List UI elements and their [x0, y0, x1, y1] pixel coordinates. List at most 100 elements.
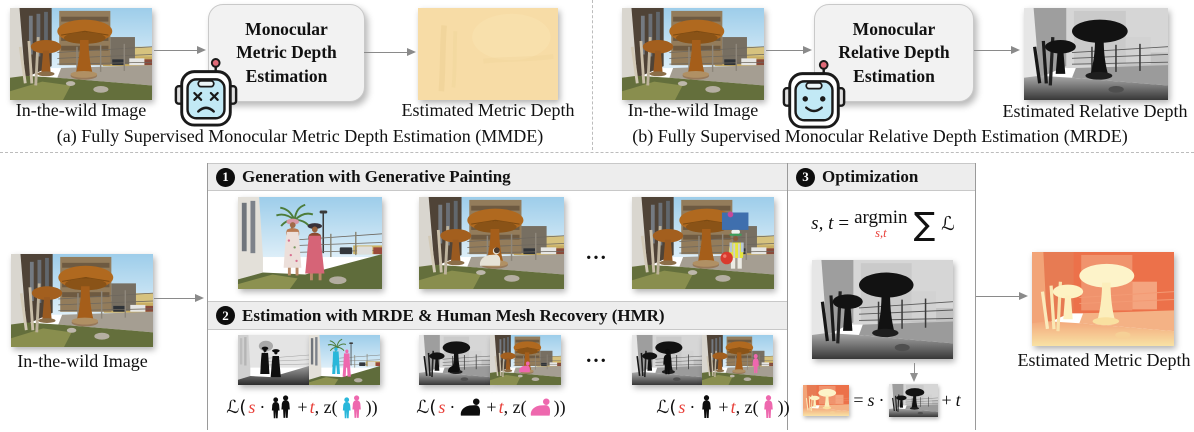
loss-close: ))	[365, 396, 378, 417]
loss-plus: +	[486, 396, 497, 417]
loss-t: t	[730, 396, 736, 417]
loss-plus: +	[297, 396, 308, 417]
loss-formula-3: ℒ(s· +t, z())	[656, 389, 790, 425]
step1-number-icon: 1	[216, 167, 235, 187]
two-person-silhouette-icon	[268, 395, 294, 419]
crouch-silhouette-icon	[461, 398, 481, 416]
loss-s: s	[438, 396, 446, 417]
loss-open: ℒ(	[416, 396, 437, 418]
loss-t: t	[498, 396, 504, 417]
input-label-b: In-the-wild Image	[627, 100, 759, 120]
pipeline-input-arrow	[154, 293, 204, 302]
scale-t: t	[955, 389, 961, 410]
loss-formula-1: ℒ(s· +t, z())	[214, 389, 390, 425]
loss-symbol: ℒ	[941, 213, 955, 235]
arrow-b-1	[766, 45, 812, 54]
arrow-a-1	[154, 45, 206, 54]
metric-depth-thumb	[803, 384, 850, 416]
crouch-mesh-icon	[530, 398, 550, 416]
mmde-box-line2: Metric Depth	[236, 42, 337, 63]
person-mesh-icon	[763, 395, 773, 419]
step2-number-icon: 2	[216, 306, 235, 325]
caption-a: (a) Fully Supervised Monocular Metric De…	[56, 126, 544, 146]
mrde-box-line1: Monocular	[852, 19, 936, 40]
mrde-box-line2: Relative Depth	[838, 42, 950, 63]
argmin-formula: s, t = argmin s,t ∑ ℒ	[796, 196, 970, 252]
argmin-op: argmin	[854, 207, 908, 229]
input-image-b	[622, 8, 764, 100]
step2-header-band: 2 Estimation with MRDE & Human Mesh Reco…	[208, 301, 787, 330]
sum-symbol: ∑	[913, 204, 936, 243]
step3-title: Optimization	[822, 167, 919, 186]
relative-depth-image	[1024, 8, 1168, 100]
pipeline-output-image	[1032, 252, 1174, 346]
relative-depth-thumb	[889, 384, 938, 417]
loss-close: ))	[777, 396, 790, 417]
loss-formula-2: ℒ(s· +t, z())	[404, 389, 578, 425]
loss-s: s	[678, 396, 686, 417]
pair3-mesh-image	[702, 335, 773, 385]
loss-plus: +	[718, 396, 729, 417]
step2-title: Estimation with MRDE & Human Mesh Recove…	[242, 305, 665, 325]
generated-image-3	[632, 197, 774, 289]
happy-robot-icon	[780, 59, 848, 136]
loss-close: ))	[553, 396, 566, 417]
mmde-box-line3: Estimation	[245, 65, 328, 86]
pipeline-output-arrow	[976, 291, 1028, 300]
panel-mid-border	[787, 163, 788, 430]
scale-s: s	[867, 389, 875, 410]
scale-shift-equation: = s · + t	[790, 381, 974, 419]
mrde-box: Monocular Relative Depth Estimation	[814, 4, 974, 102]
argmin-lhs: s, t	[811, 213, 834, 234]
loss-dot: ·	[689, 396, 696, 417]
output-label-b: Estimated Relative Depth	[1002, 101, 1188, 121]
step3-number-icon: 3	[796, 167, 815, 187]
panel-right-border	[975, 163, 976, 430]
pair2-mesh-image	[490, 335, 561, 385]
step1-title: Generation with Generative Painting	[242, 167, 511, 186]
input-label-a: In-the-wild Image	[15, 100, 147, 120]
panel-left-border	[207, 163, 208, 430]
pair1-depth-image	[238, 335, 309, 385]
pipeline-output-label: Estimated Metric Depth	[1017, 350, 1191, 370]
loss-dot: ·	[449, 396, 456, 417]
scale-dot: ·	[878, 389, 885, 410]
loss-zopen: , z(	[503, 396, 527, 417]
mmde-box-line1: Monocular	[245, 19, 328, 40]
argmin-eq: =	[838, 213, 850, 234]
optimization-depth-image	[812, 260, 953, 359]
ellipsis-step1: ...	[586, 240, 608, 264]
pipeline-input-image	[11, 254, 153, 347]
loss-t: t	[309, 396, 315, 417]
output-label-a: Estimated Metric Depth	[401, 100, 575, 120]
loss-zopen: , z(	[735, 396, 759, 417]
optimization-down-arrow	[909, 363, 918, 382]
loss-open: ℒ(	[656, 396, 677, 418]
step1-header-band: 1 Generation with Generative Painting	[208, 163, 787, 191]
input-image-a	[10, 8, 152, 100]
scale-plus: +	[941, 389, 952, 410]
person-silhouette-icon	[702, 395, 712, 419]
loss-zopen: , z(	[314, 396, 338, 417]
pipeline-input-label: In-the-wild Image	[17, 351, 148, 371]
horizontal-dashed-divider	[0, 152, 1194, 153]
two-person-mesh-icon	[342, 395, 361, 419]
arrow-b-2	[974, 45, 1020, 54]
pair1-mesh-image	[309, 335, 380, 385]
ellipsis-step2: ...	[586, 343, 608, 367]
step3-header-band: 3 Optimization	[788, 163, 975, 191]
generated-image-2	[419, 197, 564, 289]
caption-b: (b) Fully Supervised Monocular Relative …	[632, 126, 1128, 146]
scale-eq: =	[853, 389, 864, 410]
argmin-sub: s,t	[875, 226, 887, 241]
pair2-depth-image	[419, 335, 490, 385]
mrde-box-line3: Estimation	[853, 65, 935, 86]
vertical-dashed-divider	[592, 0, 593, 150]
loss-s: s	[248, 396, 256, 417]
loss-open: ℒ(	[226, 396, 247, 418]
loss-dot: ·	[259, 396, 266, 417]
pair3-depth-image	[632, 335, 702, 385]
flat-metric-depth-image	[418, 8, 558, 100]
sad-robot-icon	[172, 57, 240, 134]
